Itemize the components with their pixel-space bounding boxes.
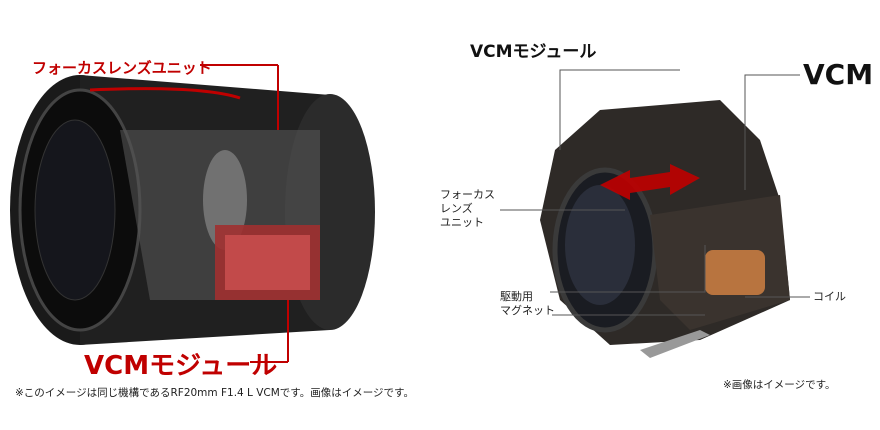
module-title: VCMモジュール: [470, 42, 597, 62]
leader-lines: [500, 69, 810, 316]
label-line: マグネット: [500, 304, 555, 317]
label-line: フォーカス: [440, 188, 495, 201]
right-note: ※画像はイメージです。: [723, 379, 836, 391]
lens-cutaway-image: [10, 75, 375, 345]
left-note: ※このイメージは同じ機構であるRF20mm F1.4 L VCMです。画像はイメ…: [15, 387, 414, 399]
vcm-module-label: VCMモジュール: [84, 351, 278, 381]
coil-label: コイル: [813, 290, 846, 303]
label-line: 駆動用: [500, 290, 533, 303]
magnet-label: 駆動用 マグネット: [500, 290, 555, 318]
focus-lens-unit-label: フォーカスレンズユニット: [32, 59, 212, 77]
label-line: レンズ: [440, 202, 473, 215]
label-line: ユニット: [440, 216, 484, 229]
vcm-label: VCM: [803, 58, 874, 91]
focus-unit-label: フォーカス レンズ ユニット: [440, 188, 495, 230]
vcm-module-image: [540, 100, 790, 358]
